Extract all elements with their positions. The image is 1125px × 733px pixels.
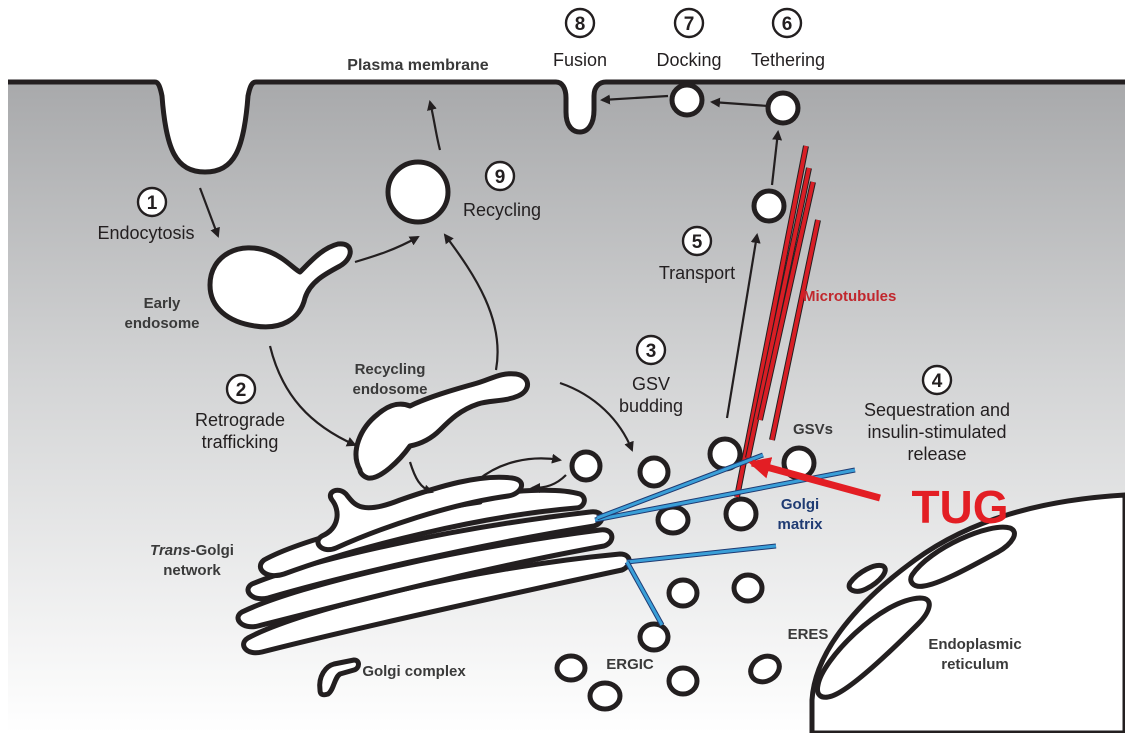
gsv-budding-label-2: budding — [619, 396, 683, 416]
step-badge-9: 9 — [486, 162, 514, 190]
step-badge-4: 4 — [923, 366, 951, 394]
retrograde-label-2: trafficking — [202, 432, 279, 452]
golgi-matrix-label-1: Golgi — [781, 496, 819, 513]
svg-text:2: 2 — [236, 380, 247, 401]
tethering-label: Tethering — [751, 50, 825, 70]
golgi-complex-label: Golgi complex — [362, 663, 466, 680]
svg-text:7: 7 — [684, 14, 695, 35]
trans-golgi-label-2: network — [163, 562, 221, 579]
step-badge-7: 7 — [675, 9, 703, 37]
svg-text:6: 6 — [782, 14, 793, 35]
er-label-2: reticulum — [941, 656, 1009, 673]
svg-text:4: 4 — [932, 371, 943, 392]
step-badge-2: 2 — [227, 375, 255, 403]
docking-label: Docking — [656, 50, 721, 70]
plasma-membrane-label: Plasma membrane — [347, 57, 489, 74]
svg-text:1: 1 — [147, 193, 158, 214]
endocytosis-label: Endocytosis — [97, 223, 194, 243]
svg-text:9: 9 — [495, 167, 506, 188]
step-badge-3: 3 — [637, 336, 665, 364]
recycling-endosome-label-2: endosome — [352, 381, 427, 398]
recycling-label: Recycling — [463, 200, 541, 220]
recycling-endosome-label-1: Recycling — [355, 361, 426, 378]
step-badge-5: 5 — [683, 227, 711, 255]
svg-text:3: 3 — [646, 341, 657, 362]
fusion-label: Fusion — [553, 50, 607, 70]
early-endosome-label-2: endosome — [124, 315, 199, 332]
tug-label: TUG — [911, 481, 1008, 533]
svg-text:5: 5 — [692, 232, 703, 253]
gsv-budding-label-1: GSV — [632, 374, 670, 394]
step-badge-1: 1 — [138, 188, 166, 216]
trans-golgi-label-1: Trans-Golgi — [150, 542, 234, 559]
ergic-label: ERGIC — [606, 656, 654, 673]
early-endosome-label-1: Early — [144, 295, 181, 312]
step-badge-6: 6 — [773, 9, 801, 37]
er-label-1: Endoplasmic — [928, 636, 1021, 653]
golgi-matrix-label-2: matrix — [777, 516, 823, 533]
eres-label: ERES — [788, 626, 829, 643]
gsvs-label: GSVs — [793, 421, 833, 438]
transport-label: Transport — [659, 263, 735, 283]
sequestration-label-3: release — [907, 444, 966, 464]
microtubules-label: Microtubules — [803, 288, 896, 305]
sequestration-label-1: Sequestration and — [864, 400, 1010, 420]
svg-text:8: 8 — [575, 14, 586, 35]
step-badge-8: 8 — [566, 9, 594, 37]
sequestration-label-2: insulin-stimulated — [867, 422, 1006, 442]
retrograde-label-1: Retrograde — [195, 410, 285, 430]
